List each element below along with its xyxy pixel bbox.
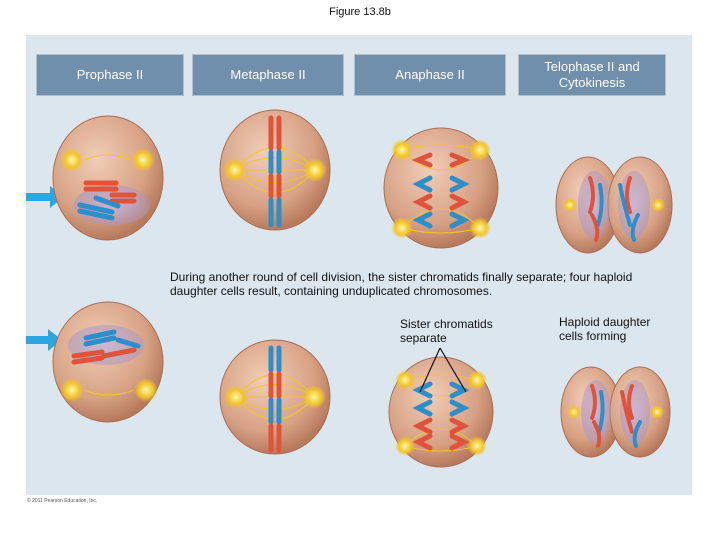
annotation-sister-chromatids: Sister chromatids separate xyxy=(400,317,493,345)
figure-title: Figure 13.8b xyxy=(329,6,391,18)
telophase-ii-cells-row1 xyxy=(555,156,673,254)
stage-label-anaphase-ii: Anaphase II xyxy=(354,54,506,96)
figure-caption: During another round of cell division, t… xyxy=(170,270,633,298)
metaphase-ii-cell-row2 xyxy=(219,339,331,455)
copyright-notice: © 2011 Pearson Education, Inc. xyxy=(27,498,98,504)
stage-label-prophase-ii: Prophase II xyxy=(36,54,184,96)
annotation-haploid-cells: Haploid daughter cells forming xyxy=(559,315,651,343)
prophase-ii-cell-row2 xyxy=(52,301,164,423)
anaphase-ii-cell-row1 xyxy=(383,127,499,249)
annotation-pointer-sister-chromatids xyxy=(419,347,467,393)
metaphase-ii-cell-row1 xyxy=(219,109,331,231)
anaphase-ii-cell-row2 xyxy=(388,356,494,468)
stage-label-metaphase-ii: Metaphase II xyxy=(192,54,344,96)
prophase-ii-cell-row1 xyxy=(52,115,164,241)
arrow-row2 xyxy=(26,329,62,351)
stage-label-telophase-ii: Telophase II and Cytokinesis xyxy=(518,54,666,96)
telophase-ii-cells-row2 xyxy=(560,366,671,458)
